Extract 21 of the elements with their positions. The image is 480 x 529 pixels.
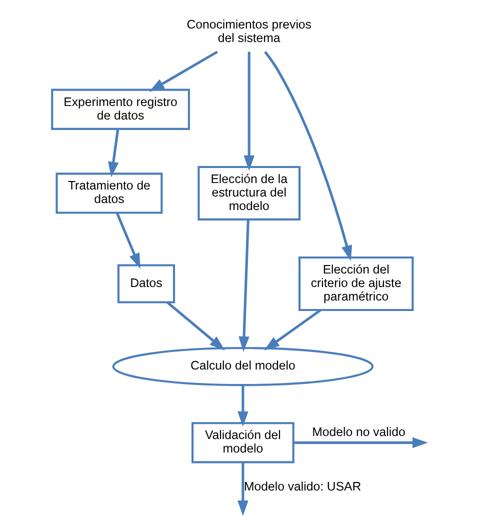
- arrow: [166, 301, 225, 351]
- node-box: Datos: [117, 264, 176, 304]
- arrow: [116, 212, 140, 269]
- arrow: [149, 50, 218, 92]
- node-ellipse: Calculo del modelo: [112, 347, 374, 386]
- node-text: Conocimientos previos del sistema: [186, 18, 312, 46]
- node-box: Validación del modelo: [192, 422, 294, 464]
- arrow: [293, 437, 428, 448]
- arrow: [108, 128, 120, 178]
- arrow: [238, 385, 248, 427]
- node-box: Elección del criterio de ajuste paramétrico: [298, 256, 414, 311]
- arrow: [264, 309, 322, 350]
- node-box: Tratamiento de datos: [56, 172, 163, 214]
- edge-label: Modelo valido: USAR: [244, 480, 362, 494]
- arrow: [238, 219, 250, 352]
- node-box: Experimento registro de datos: [51, 88, 190, 130]
- edge-label: Modelo no valido: [312, 425, 406, 440]
- arrow: [238, 462, 248, 516]
- arrow: [264, 51, 352, 261]
- node-box: Elección de la estructura del modelo: [198, 166, 301, 220]
- arrow: [244, 52, 255, 171]
